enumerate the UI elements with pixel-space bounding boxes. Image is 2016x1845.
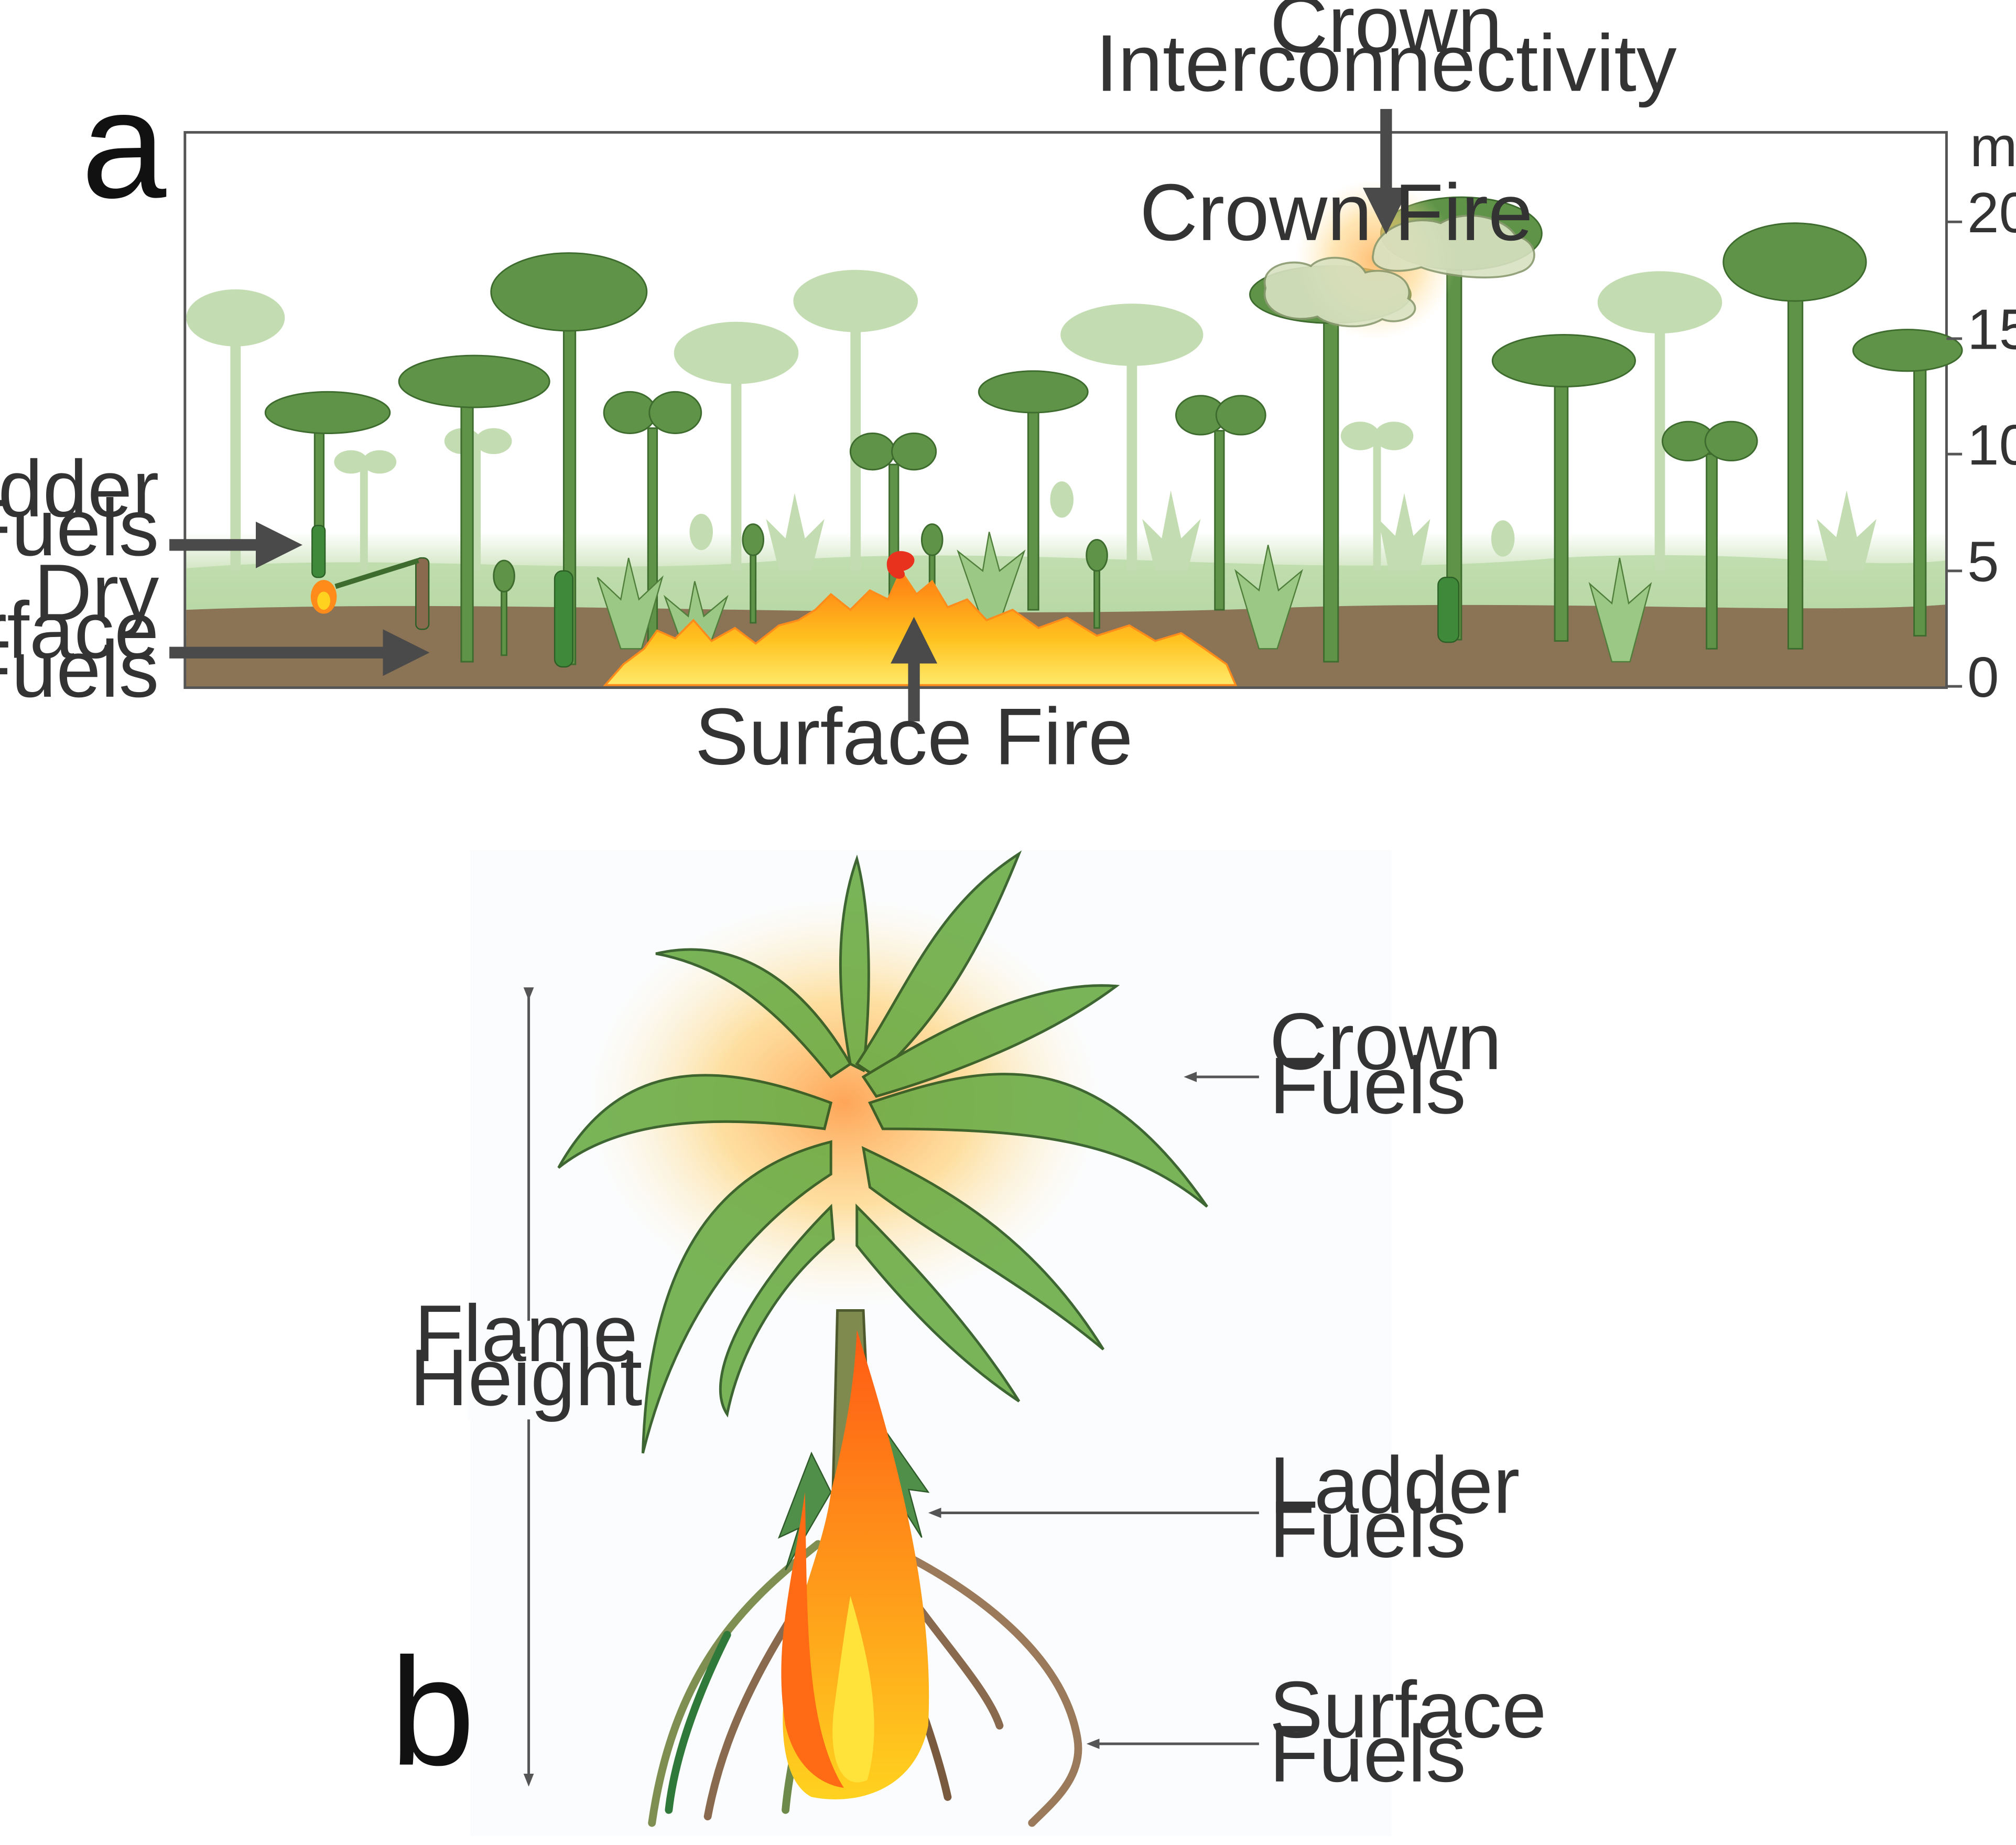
- axis-tick-10: 10: [1967, 413, 2016, 477]
- crown-fuels-label-2: Fuels: [1270, 1040, 1466, 1130]
- vines: [311, 525, 1460, 668]
- flame-height-label-1: Flame: [415, 1288, 638, 1378]
- ladder-fuels-label-b-1: Ladder: [1270, 1440, 1520, 1530]
- flame-height-label-2: Height: [410, 1332, 643, 1422]
- axis-tick-15: 15: [1967, 298, 2016, 362]
- panel-a-annotations: Crown Interconnectivity Crown Fire Ladde…: [0, 0, 1677, 782]
- surface-fuels-label-2: Fuels: [1270, 1709, 1466, 1799]
- crown-fuels-label-1: Crown: [1270, 996, 1502, 1086]
- ladder-fuels-label-2: Fuels: [0, 482, 159, 573]
- red-flame: [886, 551, 915, 579]
- surface-fuels-label-1: Surface: [1270, 1665, 1547, 1755]
- axis-tick-0: 0: [1967, 645, 1999, 709]
- axis-unit: m: [1970, 115, 2016, 179]
- panel-b-label: b: [390, 1626, 475, 1797]
- dry-surface-fuels-label-3: Fuels: [0, 624, 159, 714]
- panel-b: b: [390, 849, 1547, 1836]
- crown-fire-smoke: [1263, 214, 1535, 328]
- panel-a: a: [0, 0, 2016, 782]
- shrubs: [597, 532, 1652, 663]
- surface-fire-label: Surface Fire: [695, 692, 1133, 782]
- ladder-fire: [310, 558, 419, 614]
- palm-fronds: [557, 850, 1208, 1454]
- trunk-flames: [781, 1330, 929, 1799]
- axis-tick-20: 20: [1967, 181, 2016, 245]
- crown-fire-label: Crown Fire: [1140, 167, 1533, 257]
- crown-interconnectivity-label-1: Crown: [1270, 0, 1502, 69]
- crown-fire-glow-b: [584, 895, 1103, 1311]
- ladder-fuels-label-b-2: Fuels: [1270, 1484, 1466, 1574]
- dry-surface-fuels-label-1: Dry: [34, 547, 159, 638]
- ladder-fuels-label-1: Ladder: [0, 444, 159, 534]
- background-trees: [186, 269, 1877, 571]
- panel-a-label: a: [81, 59, 167, 230]
- crown-interconnectivity-label-2: Interconnectivity: [1096, 18, 1677, 108]
- height-axis: 0 5 10 15 20 m: [1946, 115, 2016, 709]
- flame-height-label-bg: [468, 1321, 590, 1420]
- dry-surface-fuels-label-2: Surface: [0, 585, 159, 675]
- axis-tick-5: 5: [1967, 530, 1999, 594]
